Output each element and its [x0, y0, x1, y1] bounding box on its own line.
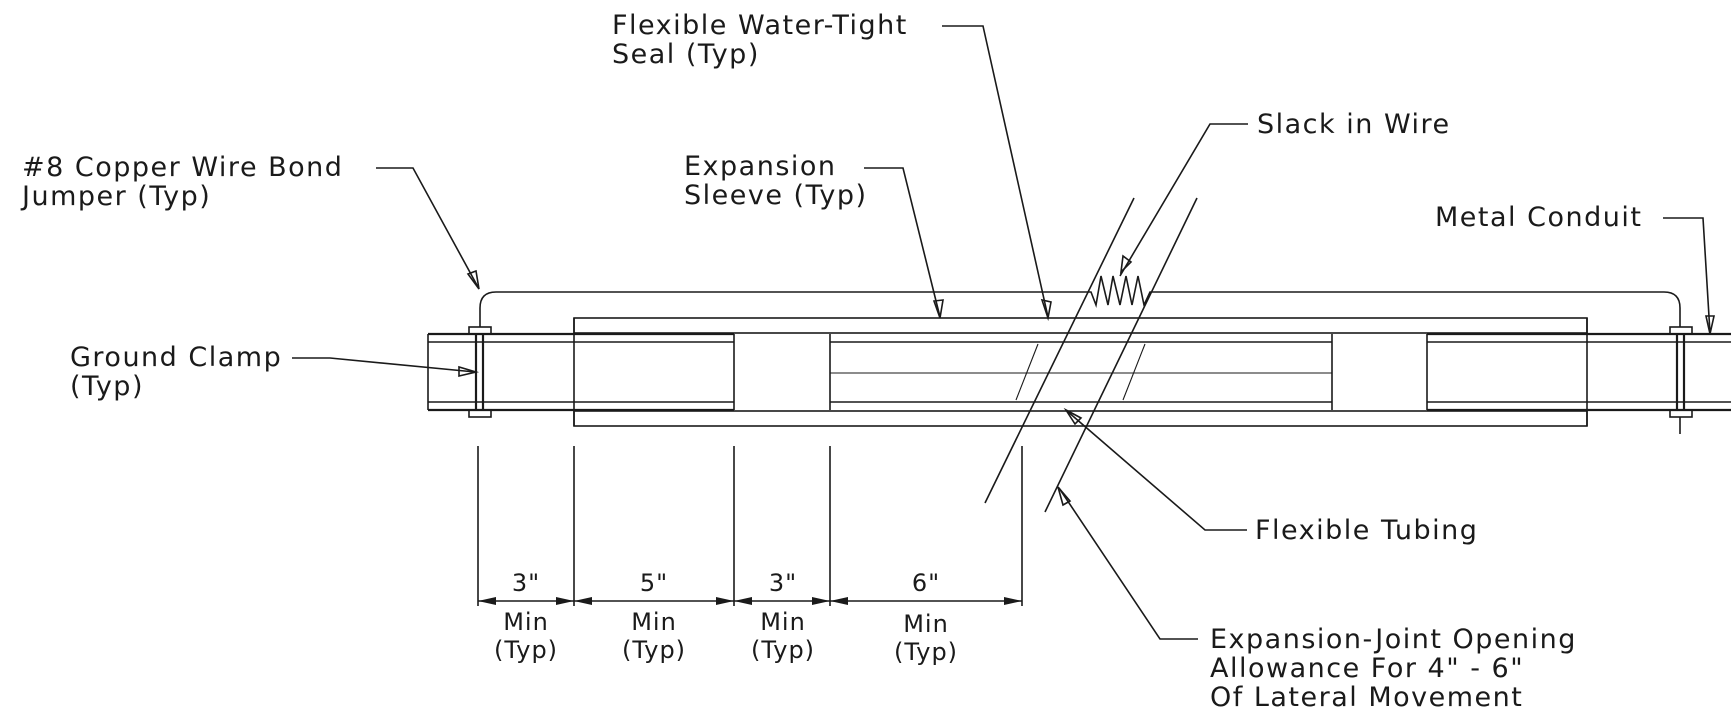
label-line: Seal (Typ): [612, 39, 760, 70]
joint-line-left: [984, 197, 1135, 504]
label-line: Of Lateral Movement: [1210, 682, 1523, 712]
label-line: Expansion: [684, 151, 837, 182]
dim-min: Min: [503, 608, 549, 636]
dimension-extension-lines: [477, 446, 1023, 606]
label-line: Allowance For 4" - 6": [1210, 653, 1524, 684]
label-metal-conduit: Metal Conduit: [1435, 202, 1642, 233]
label-line: Ground Clamp: [70, 342, 282, 373]
label-water-tight-seal: Flexible Water-Tight Seal (Typ): [612, 10, 908, 70]
label-line: Flexible Water-Tight: [612, 10, 908, 41]
label-flexible-tubing: Flexible Tubing: [1255, 515, 1478, 546]
label-line: (Typ): [70, 371, 144, 402]
center-section: [829, 334, 1333, 410]
leader-lines: [292, 25, 1715, 640]
ground-clamp-right: [1669, 326, 1693, 434]
dim-value: 5": [640, 569, 668, 597]
label-line: #8 Copper Wire Bond: [22, 152, 343, 183]
dim-value: 3": [512, 569, 540, 597]
label-line: Expansion-Joint Opening: [1210, 624, 1577, 655]
sleeve-top-wall: [573, 317, 1588, 334]
dim-typ: (Typ): [751, 636, 815, 664]
expansion-sleeve: [573, 317, 1588, 427]
dimension-3in-b: 3" Min (Typ): [751, 569, 815, 664]
dim-typ: (Typ): [622, 636, 686, 664]
label-line: Metal Conduit: [1435, 202, 1642, 233]
bond-jumper-wire: [479, 275, 1681, 327]
dim-min: Min: [760, 608, 806, 636]
label-expansion-sleeve: Expansion Sleeve (Typ): [684, 151, 868, 211]
joint-line-right: [1044, 197, 1198, 513]
dimension-5in: 5" Min (Typ): [622, 569, 686, 664]
label-line: Sleeve (Typ): [684, 180, 868, 211]
label-slack-in-wire: Slack in Wire: [1257, 109, 1451, 140]
dim-value: 6": [912, 569, 940, 597]
label-expansion-joint-opening: Expansion-Joint Opening Allowance For 4"…: [1210, 624, 1577, 712]
dimension-3in-a: 3" Min (Typ): [494, 569, 558, 664]
dim-value: 3": [769, 569, 797, 597]
dimension-lines: [478, 597, 1022, 605]
dim-min: Min: [903, 610, 949, 638]
label-bond-jumper: #8 Copper Wire Bond Jumper (Typ): [20, 152, 343, 212]
right-conduit: [1426, 332, 1731, 412]
dim-typ: (Typ): [894, 638, 958, 666]
label-line: Flexible Tubing: [1255, 515, 1478, 546]
dim-min: Min: [631, 608, 677, 636]
label-line: Slack in Wire: [1257, 109, 1451, 140]
dimension-6in: 6" Min (Typ): [894, 569, 958, 666]
dim-typ: (Typ): [494, 636, 558, 664]
label-ground-clamp: Ground Clamp (Typ): [70, 342, 282, 402]
label-line: Jumper (Typ): [20, 181, 211, 212]
